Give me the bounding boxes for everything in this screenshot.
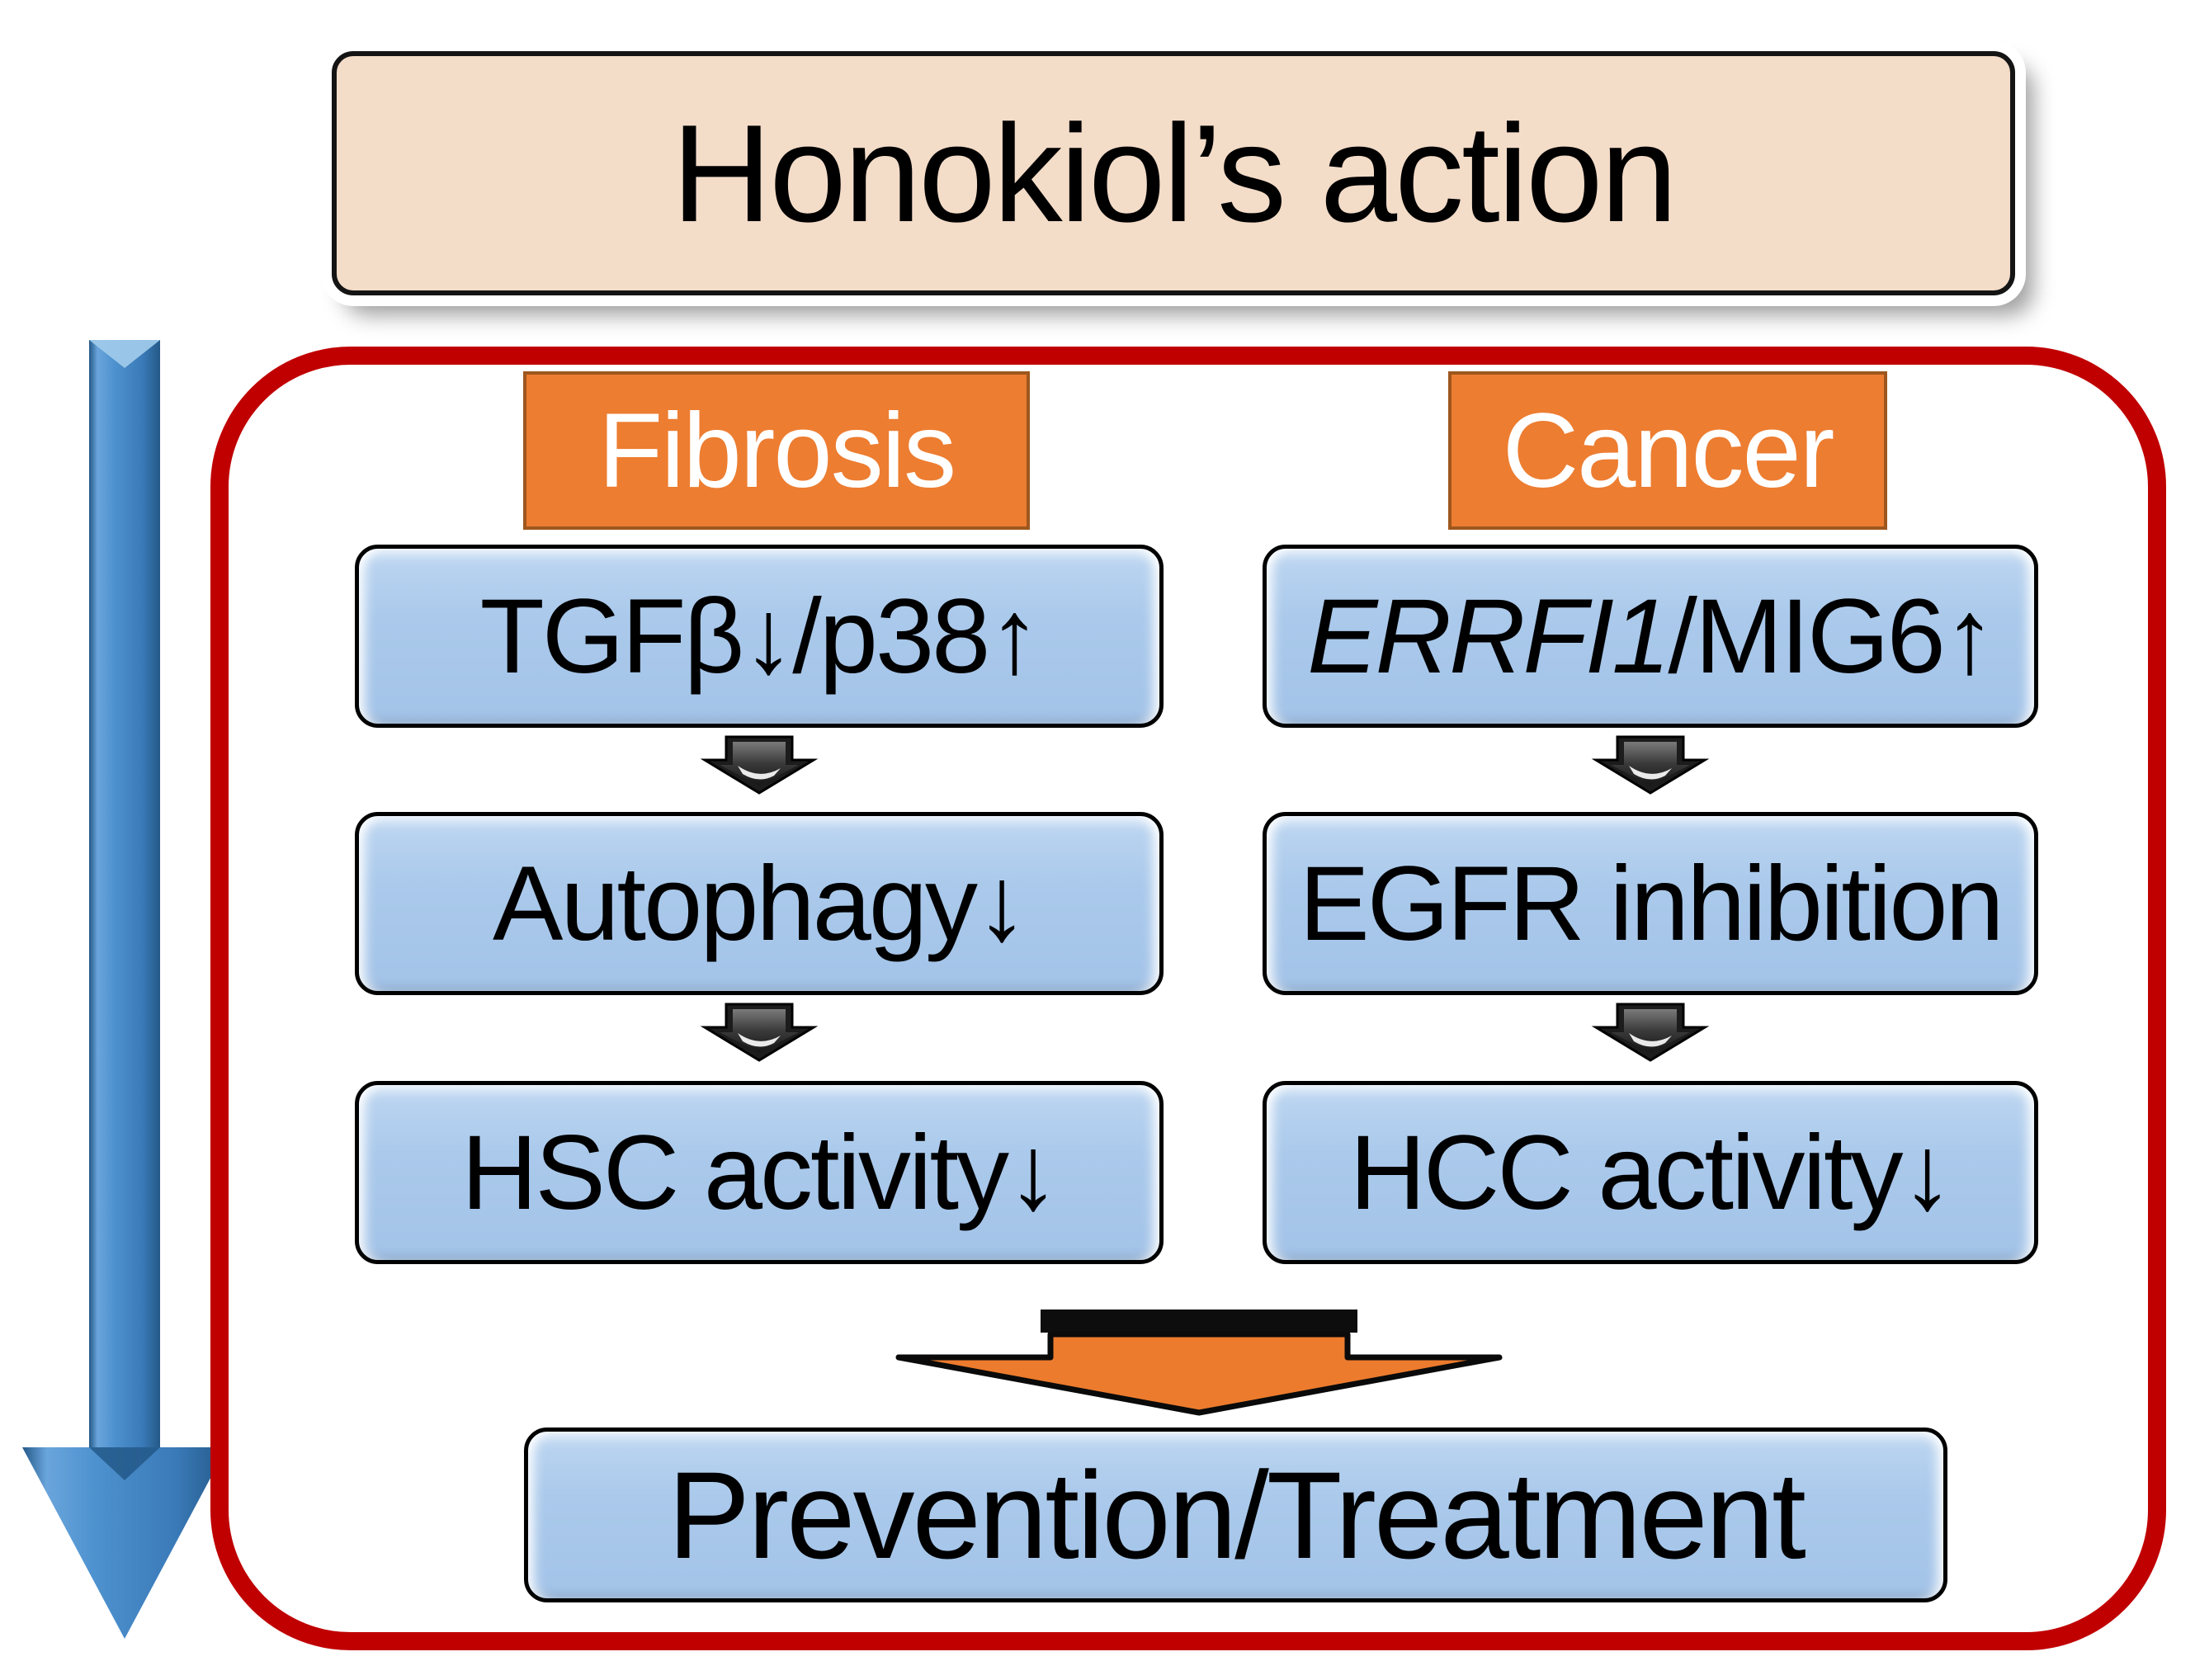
step-label: /MIG6↑ xyxy=(1668,577,1995,696)
step-label: Autophagy↓ xyxy=(492,844,1028,963)
step-box-tgfb-p38: TGFβ↓/p38↑ xyxy=(355,545,1164,728)
outcome-box: Prevention/Treatment xyxy=(524,1428,1947,1602)
step-label: TGFβ↓/p38↑ xyxy=(479,577,1041,696)
fibrosis-header: Fibrosis xyxy=(523,371,1030,530)
step-box-egfr-inhibition: EGFR inhibition xyxy=(1263,812,2038,995)
title-banner: Honokiol’s action xyxy=(332,51,2015,295)
step-down-arrow-icon xyxy=(1591,1003,1710,1062)
step-down-arrow-icon xyxy=(1591,735,1710,795)
step-box-hcc-activity: HCC activity↓ xyxy=(1263,1081,2038,1264)
step-box-errfi1-mig6: ERRFI1/MIG6↑ xyxy=(1263,545,2038,728)
pathway-frame xyxy=(210,347,2166,1650)
step-label: HSC activity↓ xyxy=(461,1113,1060,1232)
outcome-label: Prevention/Treatment xyxy=(668,1445,1806,1584)
fibrosis-header-label: Fibrosis xyxy=(597,391,956,510)
cancer-header-label: Cancer xyxy=(1502,391,1835,510)
step-label: EGFR inhibition xyxy=(1299,844,2004,963)
step-label: HCC activity↓ xyxy=(1349,1113,1953,1232)
step-box-autophagy: Autophagy↓ xyxy=(355,812,1164,995)
cancer-header: Cancer xyxy=(1448,371,1887,530)
step-down-arrow-icon xyxy=(700,1003,819,1062)
progression-down-arrow-icon xyxy=(22,340,227,1639)
step-label-italic: ERRFI1 xyxy=(1307,577,1670,696)
step-down-arrow-icon xyxy=(700,735,819,795)
merge-down-arrow-icon xyxy=(895,1310,1503,1416)
page-title: Honokiol’s action xyxy=(672,95,1678,251)
step-box-hsc-activity: HSC activity↓ xyxy=(355,1081,1164,1264)
